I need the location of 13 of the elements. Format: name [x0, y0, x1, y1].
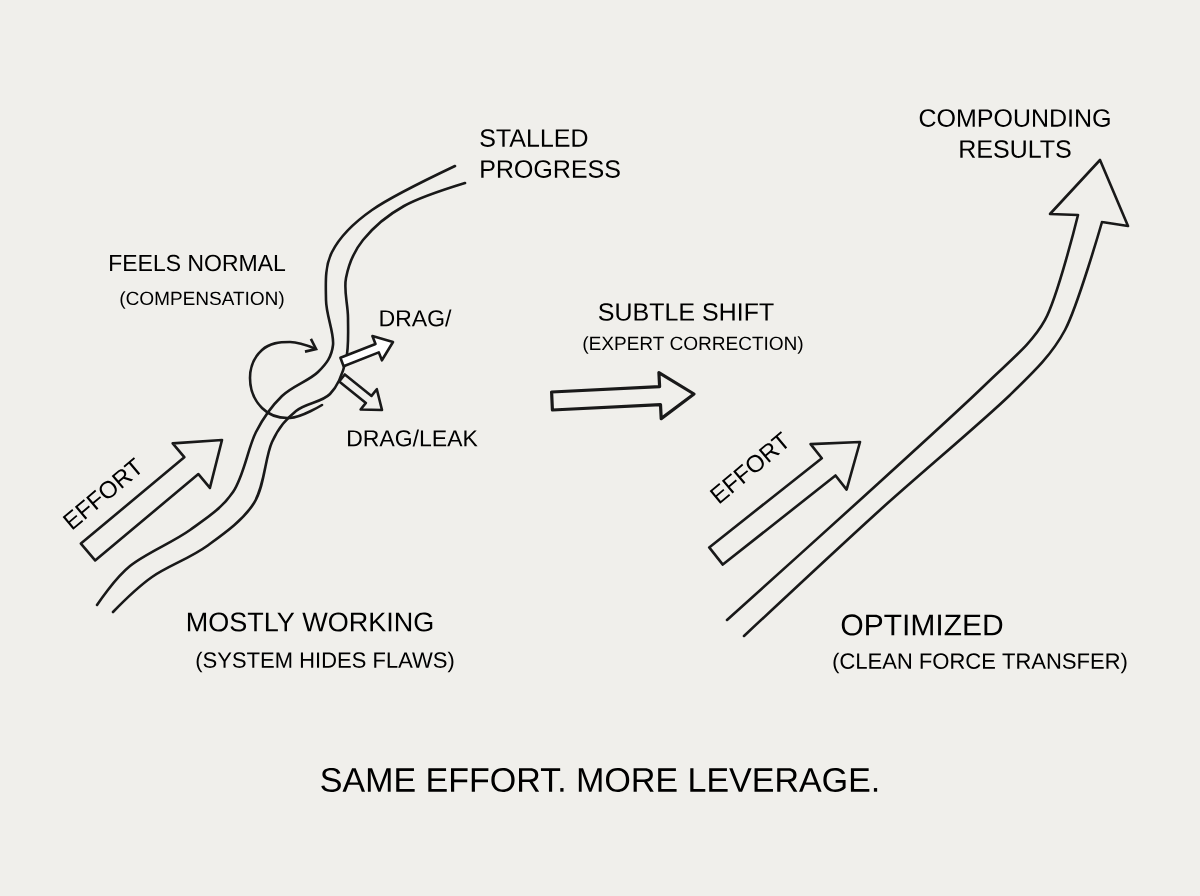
note-label: (CLEAN FORCE TRANSFER) — [833, 652, 1127, 674]
stage-label: OPTIMIZED — [841, 614, 1003, 636]
caption: SAME EFFORT. MORE LEVERAGE. — [321, 767, 878, 793]
stage-label: STALLED PROGRESS — [480, 129, 620, 178]
note-label: DRAG/LEAK — [348, 429, 478, 447]
stage-label: MOSTLY WORKING — [187, 612, 433, 632]
note-label: DRAG/ — [380, 309, 452, 327]
stage-label: COMPOUNDING RESULTS — [919, 109, 1110, 158]
note-label: (COMPENSATION) — [120, 291, 284, 309]
note-label: (EXPERT CORRECTION) — [583, 336, 803, 354]
note-label: SUBTLE SHIFT — [598, 303, 774, 321]
note-label: FEELS NORMAL — [110, 254, 286, 272]
note-label: (SYSTEM HIDES FLAWS) — [196, 651, 454, 673]
